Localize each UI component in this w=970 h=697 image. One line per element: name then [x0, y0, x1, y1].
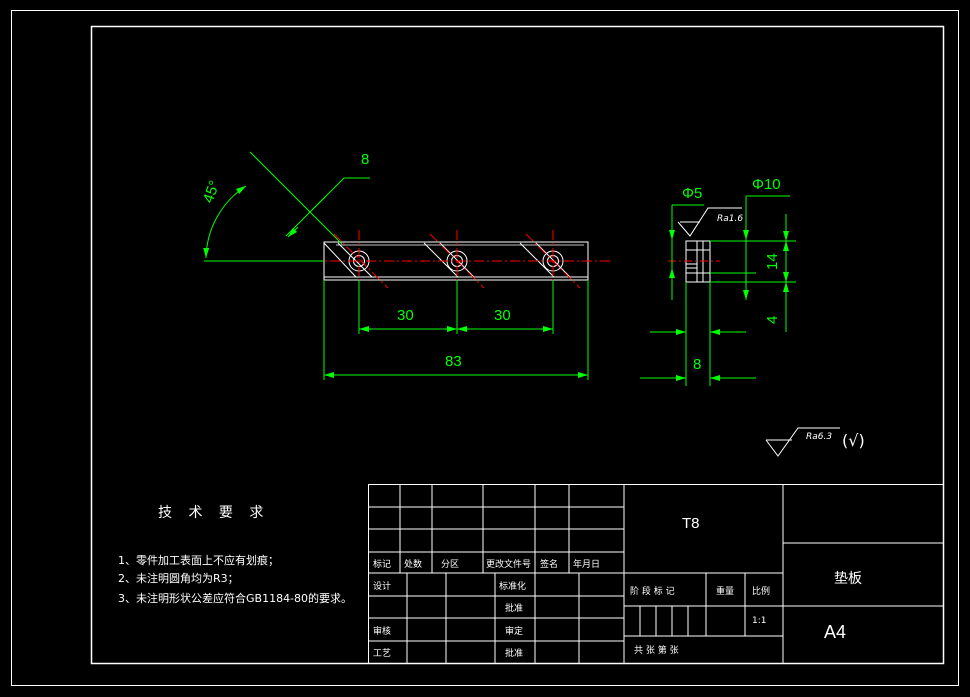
title-block-grid: [368, 484, 944, 664]
dim-length: 83: [445, 353, 462, 370]
tb-label-stage-mark: 阶 段 标 记: [630, 587, 675, 597]
dim-angle: 45°: [200, 178, 224, 205]
roughness-general-suffix: (√): [842, 431, 865, 450]
tb-label-standardization: 标准化: [499, 582, 527, 592]
front-view: 45° 8 30 30 83: [200, 151, 610, 380]
dim-large-diameter: Φ10: [752, 176, 781, 193]
tb-label-approve-a: 批准: [505, 604, 524, 614]
tb-label-zone: 分区: [441, 560, 460, 570]
outer-frame: [11, 10, 959, 686]
dim-chamfer: 8: [361, 151, 369, 168]
tb-sheet-size: A4: [824, 622, 847, 642]
tech-req-title: 技 术 要 求: [158, 505, 270, 521]
tb-label-sheets: 共 张 第 张: [634, 646, 679, 656]
tb-part-name: 垫板: [834, 571, 862, 587]
dim-height: 14: [764, 253, 781, 270]
tb-label-signature: 签名: [540, 560, 559, 570]
tb-material: T8: [682, 515, 700, 532]
roughness-symbol-local: [677, 207, 742, 237]
tb-label-weight: 重量: [716, 587, 735, 597]
dim-spacing-right: 30: [494, 307, 511, 324]
side-view: Ra1.6: [640, 176, 796, 386]
tb-label-designer: 设计: [373, 582, 392, 592]
tech-req-item-2: 2、未注明圆角均为R3；: [118, 572, 239, 585]
tb-label-approve-b: 审定: [505, 627, 524, 637]
roughness-symbol-general: [765, 427, 840, 457]
tech-req-item-3: 3、未注明形状公差应符合GB1184-80的要求。: [118, 592, 353, 605]
tb-label-craft: 工艺: [373, 649, 392, 659]
roughness-local-value: Ra1.6: [717, 214, 743, 224]
tech-req-item-1: 1、零件加工表面上不应有划痕；: [118, 554, 279, 567]
dim-spacing-left: 30: [397, 307, 414, 324]
side-dimensions: [640, 195, 796, 386]
roughness-general-value: Ra6.3: [806, 432, 832, 442]
dim-step: 4: [764, 316, 781, 324]
diagonal-slots: [323, 242, 571, 278]
dim-thickness: 8: [693, 356, 701, 373]
tb-label-count: 处数: [404, 560, 423, 570]
tb-label-review: 审核: [373, 627, 392, 637]
tb-label-mark: 标记: [373, 560, 392, 570]
tb-label-approve-c: 批准: [505, 649, 524, 659]
tb-scale-value: 1:1: [752, 616, 767, 626]
tb-label-change-doc: 更改文件号: [486, 560, 532, 570]
tb-label-date: 年月日: [573, 560, 601, 570]
front-dimensions: [203, 151, 589, 380]
tb-label-ratio: 比例: [752, 587, 771, 597]
dim-small-diameter: Φ5: [682, 185, 702, 202]
